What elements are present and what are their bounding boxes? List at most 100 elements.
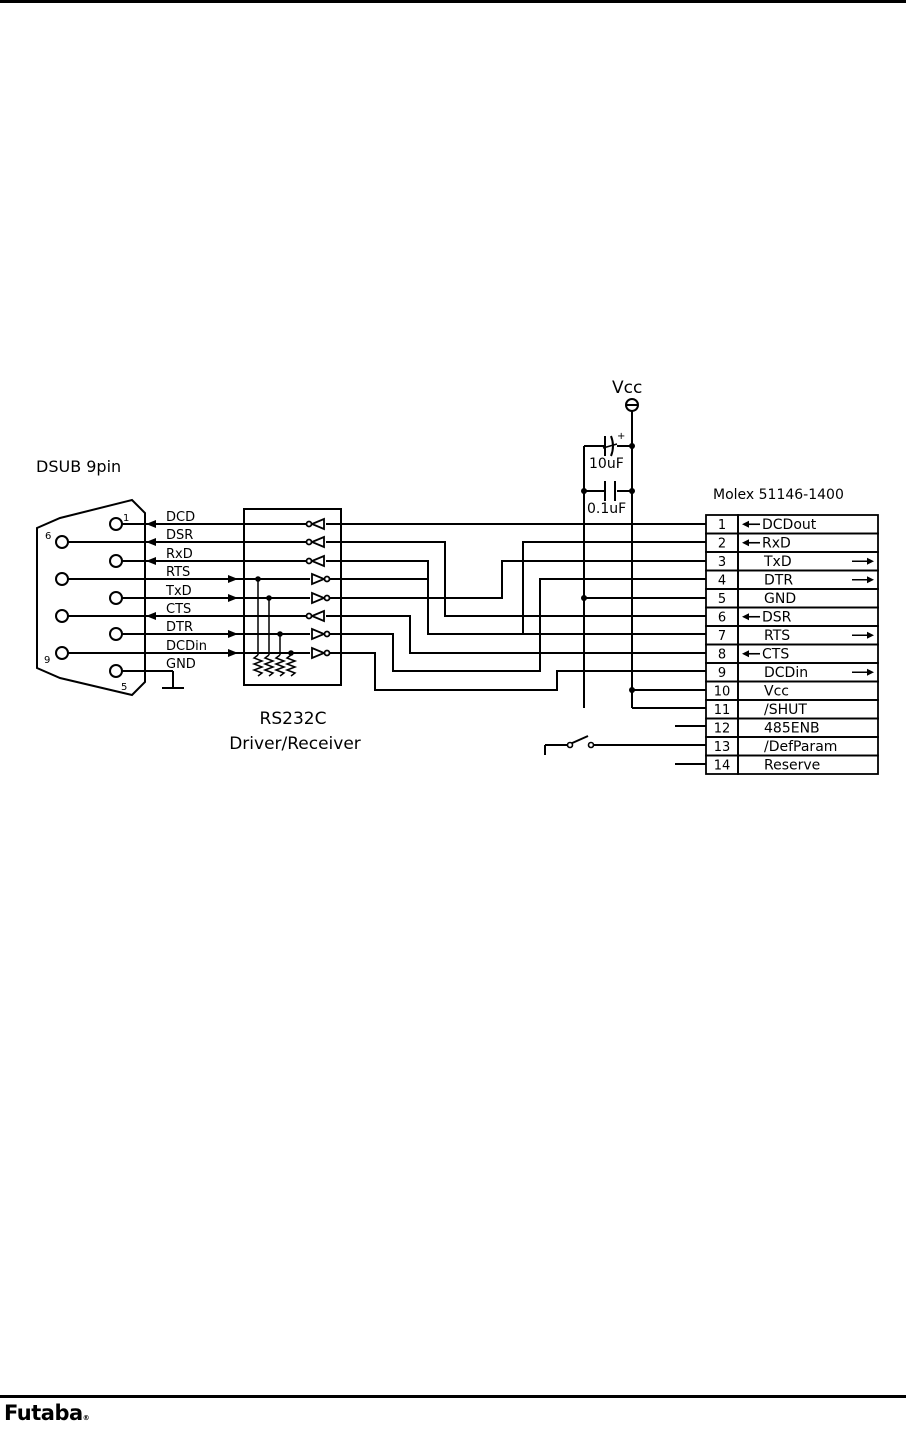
- driver-dcdin: [312, 648, 324, 658]
- molex-pin-name: DCDout: [762, 517, 817, 533]
- molex-pin-row: 14 Reserve: [706, 756, 878, 775]
- signal-label-dsr: DSR: [166, 528, 193, 543]
- vcc-label: Vcc: [612, 378, 642, 398]
- signal-label-dcdin: DCDin: [166, 639, 207, 654]
- receiver-dcd: [312, 519, 324, 529]
- molex-pin-row: 9DCDin: [706, 663, 878, 682]
- molex-pin-row: 8 CTS: [706, 645, 878, 664]
- driver-title-line1: RS232C: [260, 709, 327, 729]
- molex-pin-name-cell: [738, 682, 878, 701]
- molex-pin-name: /DefParam: [764, 739, 837, 755]
- bottom-rule: [0, 1395, 906, 1398]
- molex-pin-name: RTS: [764, 628, 790, 644]
- molex-pin-number: 13: [714, 740, 731, 755]
- molex-pin-name: RxD: [762, 536, 791, 552]
- routing-wires: [326, 524, 706, 690]
- dsub-pin-label-6: 6: [45, 531, 51, 542]
- pull-resistors: [254, 579, 295, 676]
- driver-title-line2: Driver/Receiver: [229, 734, 361, 754]
- power-rails: [545, 399, 706, 764]
- dsub-pin-9: [56, 647, 68, 659]
- driver-txd: [312, 593, 324, 603]
- molex-pin-row: 11/SHUT: [706, 700, 878, 719]
- dsub-pin-4: [110, 628, 122, 640]
- molex-pin-number: 9: [718, 666, 726, 681]
- junction-dots-power: [581, 443, 635, 693]
- signal-label-gnd: GND: [166, 657, 196, 672]
- molex-pin-number: 14: [714, 759, 731, 774]
- molex-pin-row: 12 485ENB: [706, 719, 878, 738]
- molex-pin-number: 4: [718, 574, 726, 589]
- receiver-dsr: [312, 537, 324, 547]
- molex-pin-row: 3 TxD: [706, 552, 878, 571]
- molex-pin-number: 11: [714, 703, 731, 718]
- arrow-out-icon: [852, 558, 874, 565]
- dsub-pin-7: [56, 573, 68, 585]
- molex-pin-name: 485ENB: [764, 721, 820, 737]
- molex-pin-row: 1 DCDout: [706, 515, 878, 534]
- dsub-pin-label-9: 9: [44, 655, 50, 666]
- signal-label-rts: RTS: [166, 565, 190, 580]
- arrow-out-icon: [852, 632, 874, 639]
- dsub-pin-8: [56, 610, 68, 622]
- cap1-polarity: +: [617, 431, 625, 442]
- dsub-title: DSUB 9pin: [36, 457, 121, 476]
- molex-pin-name: Vcc: [764, 684, 789, 700]
- molex-pin-row: 4 DTR: [706, 571, 878, 590]
- molex-pin-name-cell: [738, 700, 878, 719]
- cap1-label: 10uF: [589, 456, 624, 472]
- brand-name: Futaba: [4, 1401, 83, 1425]
- molex-pin-row: 13/DefParam: [706, 737, 878, 756]
- buffers: [307, 519, 330, 658]
- arrow-in-icon: [742, 650, 760, 657]
- dsub-pin-2: [110, 555, 122, 567]
- molex-pin-name: CTS: [762, 647, 789, 663]
- receiver-cts: [312, 611, 324, 621]
- arrow-in-icon: [742, 539, 760, 546]
- dsub-pin-1: [110, 518, 122, 530]
- arrow-out-icon: [852, 576, 874, 583]
- arrow-in-icon: [742, 521, 760, 528]
- molex-pin-name: TxD: [763, 554, 792, 570]
- receiver-rxd: [312, 556, 324, 566]
- molex-pin-name: DTR: [764, 573, 793, 589]
- molex-pin-name: Reserve: [764, 758, 820, 774]
- signal-label-cts: CTS: [166, 602, 191, 617]
- molex-pin-row: 10 Vcc: [706, 682, 878, 701]
- molex-pin-row: 2 RxD: [706, 534, 878, 553]
- driver-rts: [312, 574, 324, 584]
- dsub-pin-3: [110, 592, 122, 604]
- molex-pin-row: 6 DSR: [706, 608, 878, 627]
- arrow-in-icon: [742, 613, 760, 620]
- molex-pin-number: 1: [718, 518, 726, 533]
- driver-dtr: [312, 629, 324, 639]
- dsub-pin-6: [56, 536, 68, 548]
- molex-pin-name: GND: [764, 591, 796, 607]
- molex-pin-row: 5 GND: [706, 589, 878, 608]
- futaba-logo: Futaba®: [4, 1402, 89, 1429]
- molex-pin-name-cell: [738, 589, 878, 608]
- switch-contacts: [568, 743, 594, 748]
- molex-pin-number: 12: [714, 722, 731, 737]
- cap2-label: 0.1uF: [587, 501, 626, 517]
- molex-pin-number: 5: [718, 592, 726, 607]
- molex-pin-number: 2: [718, 537, 726, 552]
- molex-pin-number: 6: [718, 611, 726, 626]
- arrow-out-icon: [852, 669, 874, 676]
- dsub-pin-label-5: 5: [121, 682, 127, 693]
- molex-pin-number: 8: [718, 648, 726, 663]
- molex-pin-name: DSR: [762, 610, 792, 626]
- molex-title: Molex 51146-1400: [713, 487, 844, 503]
- signal-label-dcd: DCD: [166, 510, 195, 525]
- brand-mark: ®: [83, 1414, 90, 1422]
- molex-pin-number: 3: [718, 555, 726, 570]
- dsub-pin-label-1: 1: [123, 513, 129, 524]
- molex-pin-name: /SHUT: [764, 702, 807, 718]
- signal-label-dtr: DTR: [166, 620, 193, 635]
- dsub-pin-5: [110, 665, 122, 677]
- signal-label-txd: TxD: [165, 584, 192, 599]
- molex-pin-number: 10: [714, 685, 731, 700]
